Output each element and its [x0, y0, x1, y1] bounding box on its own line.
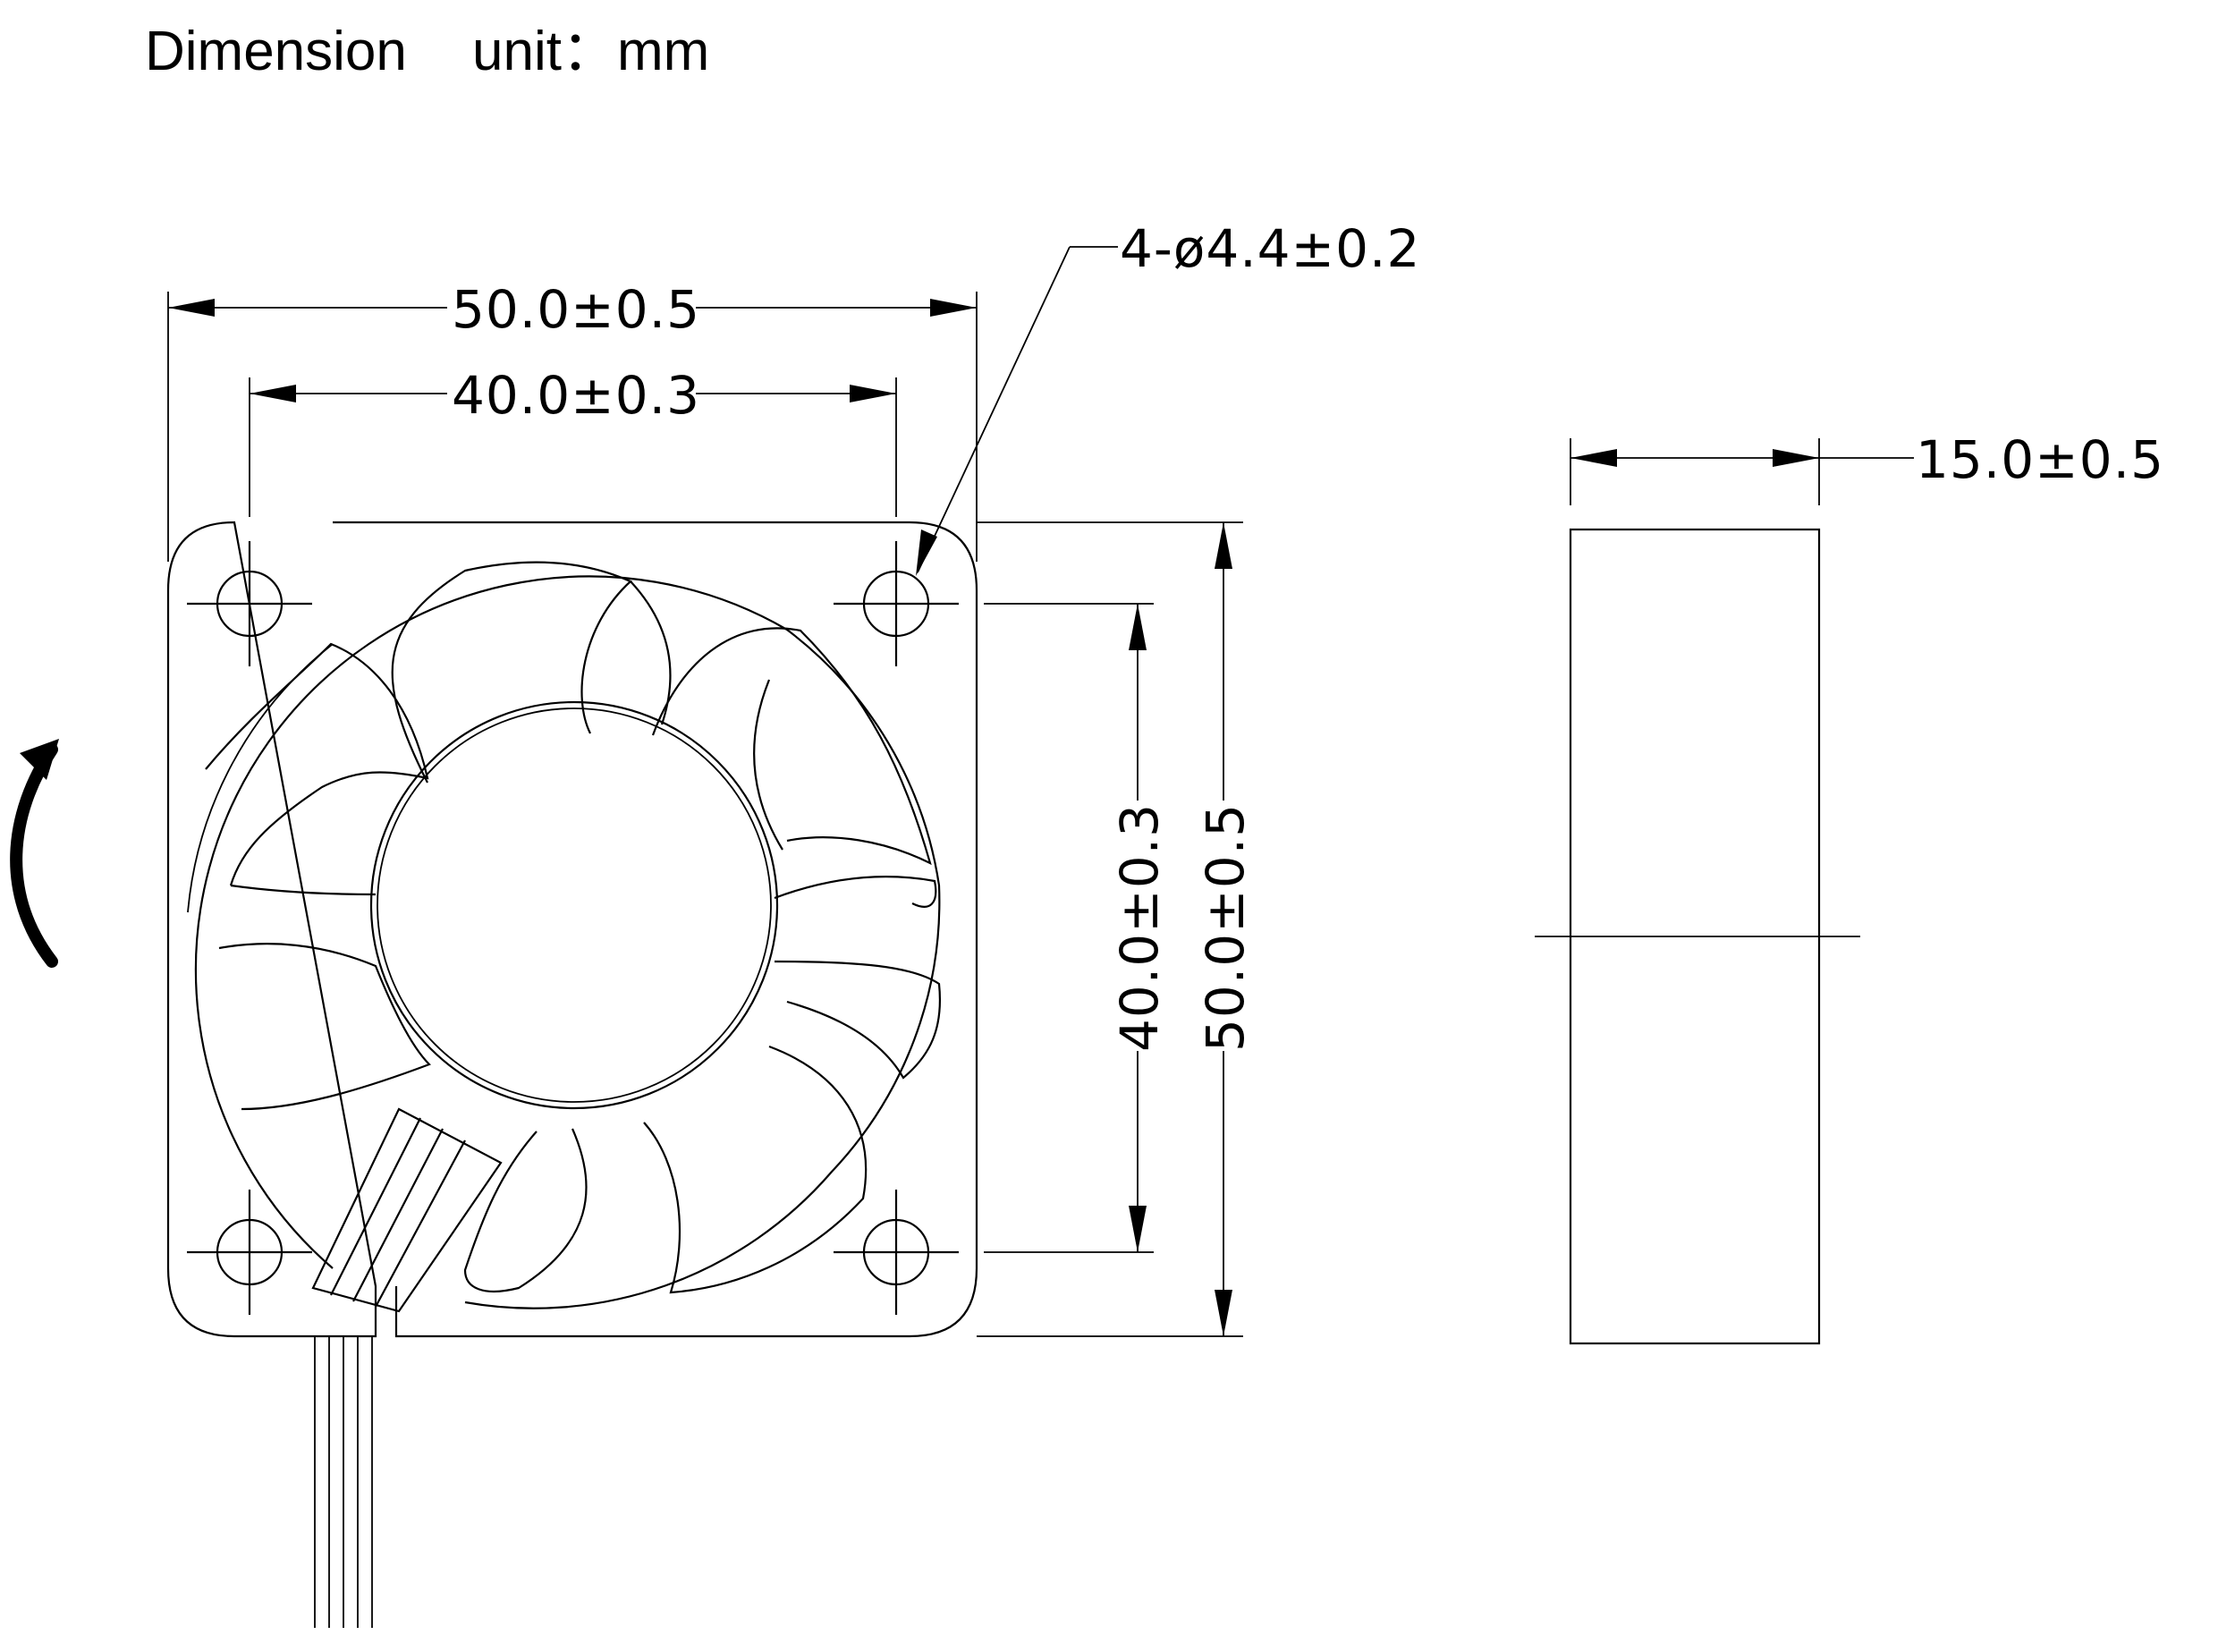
dim-hole-spec: 4-ø4.4±0.2	[916, 218, 1420, 576]
rotation-arrow-icon	[10, 739, 59, 968]
dim-outer-width-label: 50.0±0.5	[452, 279, 700, 340]
unit-label: unit：mm	[472, 21, 709, 82]
fan-wires	[314, 1336, 373, 1628]
front-view	[166, 521, 978, 1628]
cable-strain-relief	[311, 1107, 503, 1313]
crosshair-hole-icon	[187, 1190, 312, 1315]
dim-thickness-label: 15.0±0.5	[1916, 429, 2164, 490]
dim-outer-height: 50.0±0.5	[977, 521, 1256, 1337]
fan-hub-inner	[377, 707, 772, 1103]
title-label: Dimension	[145, 21, 407, 82]
fan-frame-outline	[166, 521, 978, 1338]
crosshair-hole-icon	[834, 1190, 959, 1315]
dim-hole-spacing-width-label: 40.0±0.3	[452, 365, 700, 426]
dim-hole-spacing-width: 40.0±0.3	[249, 365, 897, 517]
side-view	[1535, 528, 1860, 1345]
fan-inner-ring-2	[187, 643, 334, 913]
dim-outer-height-label: 50.0±0.5	[1195, 803, 1256, 1052]
fan-blades	[205, 561, 941, 1294]
dim-hole-spec-label: 4-ø4.4±0.2	[1120, 218, 1420, 279]
dim-thickness: 15.0±0.5	[1570, 429, 2164, 505]
dim-outer-width: 50.0±0.5	[167, 279, 978, 562]
fan-inner-ring	[194, 575, 941, 1309]
dim-hole-spacing-height: 40.0±0.3	[984, 603, 1170, 1253]
crosshair-hole-icon	[187, 541, 312, 666]
crosshair-hole-icon	[834, 541, 959, 666]
dim-hole-spacing-height-label: 40.0±0.3	[1109, 803, 1170, 1052]
fan-hub	[369, 700, 779, 1110]
